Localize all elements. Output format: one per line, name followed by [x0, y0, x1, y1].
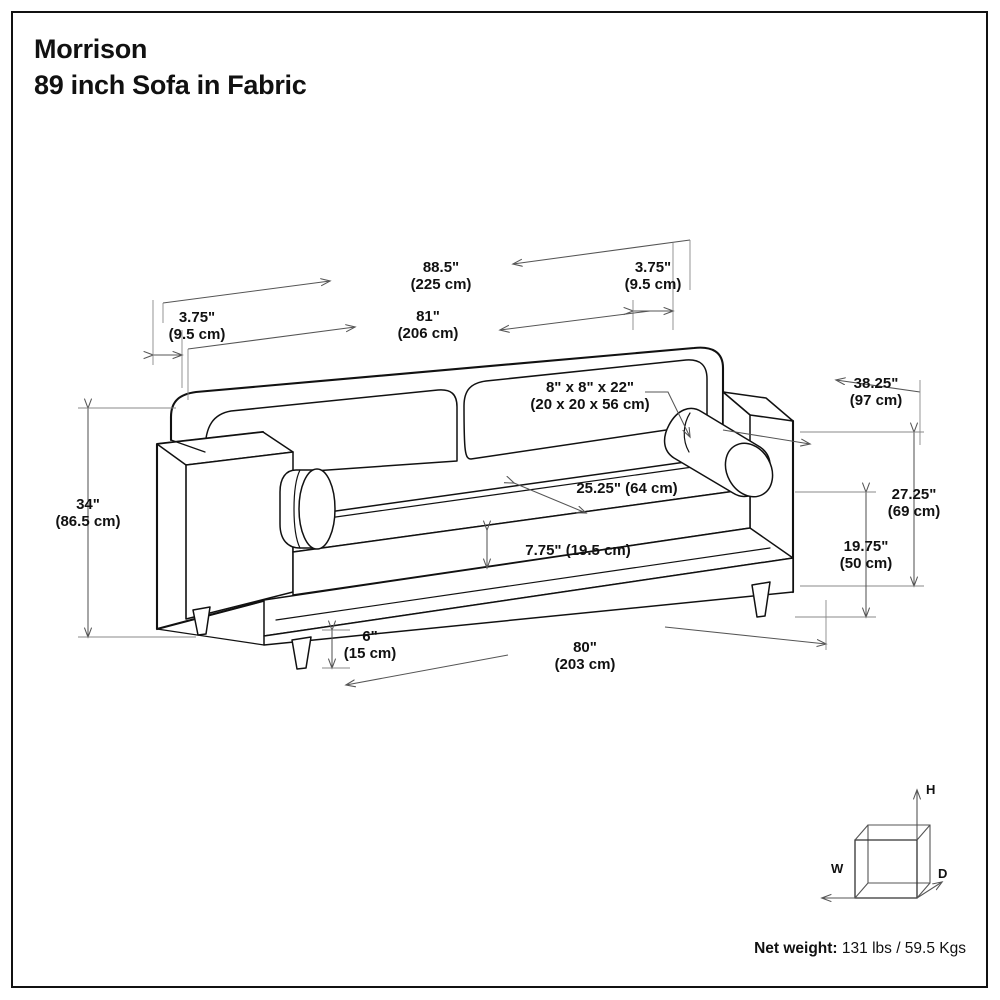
dim-cushion-thickness-label: 7.75" (19.5 cm)	[525, 542, 631, 559]
dim-arm-width-left: 3.75" (9.5 cm)	[153, 300, 225, 388]
dim-inner-width-inch: 81"	[416, 308, 440, 325]
callout-bolster-pillow: 8" x 8" x 22" (20 x 20 x 56 cm)	[530, 379, 690, 437]
callout-bolster-cm: (20 x 20 x 56 cm)	[530, 396, 649, 413]
sofa-illustration	[155, 346, 795, 670]
dim-arm-left-cm: (9.5 cm)	[169, 326, 226, 343]
legend-depth-label: D	[938, 866, 947, 881]
product-name: Morrison	[34, 34, 148, 64]
net-weight-label: Net weight:	[754, 940, 838, 957]
dim-depth-inch: 38.25"	[854, 375, 899, 392]
sheet-border	[11, 11, 988, 988]
callout-bolster-inch: 8" x 8" x 22"	[546, 379, 634, 396]
dim-arm-width-right: 3.75" (9.5 cm)	[625, 243, 682, 330]
left-side-skirt	[156, 600, 265, 646]
product-subtitle: 89 inch Sofa in Fabric	[34, 69, 307, 100]
bolster-pillow-left	[279, 468, 336, 550]
dim-leg-height: 6" (15 cm)	[322, 628, 396, 668]
dim-base-width-cm: (203 cm)	[555, 656, 616, 673]
dim-inner-width: 81" (206 cm)	[187, 308, 651, 400]
dim-overall-height-cm: (86.5 cm)	[55, 513, 120, 530]
sofa-base-front	[263, 557, 794, 646]
dim-overall-height-inch: 34"	[76, 496, 100, 513]
dim-leg-height-cm: (15 cm)	[344, 645, 397, 662]
dim-seat-depth: 25.25" (64 cm)	[514, 480, 678, 513]
left-arm-inner-face	[185, 451, 294, 620]
dimension-legend-cube: H W D	[822, 782, 947, 898]
dim-overall-width-inch: 88.5"	[423, 259, 459, 276]
dim-inner-width-cm: (206 cm)	[398, 325, 459, 342]
dim-arm-right-inch: 3.75"	[635, 259, 671, 276]
base-rail-seam	[275, 547, 771, 621]
net-weight-value: 131 lbs / 59.5 Kgs	[841, 940, 966, 957]
dim-arm-height-cm: (69 cm)	[888, 503, 941, 520]
sofa-leg-front-left	[291, 636, 312, 670]
back-left-edge	[170, 439, 206, 620]
dim-cushion-thickness: 7.75" (19.5 cm)	[487, 530, 631, 568]
dim-arm-height: 27.25" (69 cm)	[800, 432, 940, 586]
dim-base-width: 80" (203 cm)	[346, 600, 826, 685]
dim-arm-right-cm: (9.5 cm)	[625, 276, 682, 293]
dim-overall-height: 34" (86.5 cm)	[55, 408, 196, 637]
dim-overall-width: 88.5" (225 cm)	[162, 239, 691, 323]
dim-overall-depth: 38.25" (97 cm)	[722, 375, 921, 445]
dim-depth-cm: (97 cm)	[850, 392, 903, 409]
dim-arm-height-inch: 27.25"	[892, 486, 937, 503]
dim-overall-width-cm: (225 cm)	[411, 276, 472, 293]
page-title: Morrison 89 inch Sofa in Fabric	[34, 32, 307, 103]
dim-seat-depth-label: 25.25" (64 cm)	[576, 480, 677, 497]
dim-seat-height: 19.75" (50 cm)	[795, 492, 892, 617]
net-weight: Net weight: 131 lbs / 59.5 Kgs	[754, 940, 966, 958]
dim-seat-height-inch: 19.75"	[844, 538, 889, 555]
sofa-leg-front-right	[751, 581, 771, 618]
seat-seam-rear	[292, 464, 708, 524]
dim-leg-height-inch: 6"	[362, 628, 377, 645]
back-cushion-right	[463, 359, 708, 460]
bolster-pillow-right	[663, 407, 774, 498]
sofa-leg-rear-left	[192, 606, 211, 636]
dim-seat-height-cm: (50 cm)	[840, 555, 893, 572]
dim-arm-left-inch: 3.75"	[179, 309, 215, 326]
legend-width-label: W	[831, 861, 844, 876]
legend-height-label: H	[926, 782, 935, 797]
dim-base-width-inch: 80"	[573, 639, 597, 656]
